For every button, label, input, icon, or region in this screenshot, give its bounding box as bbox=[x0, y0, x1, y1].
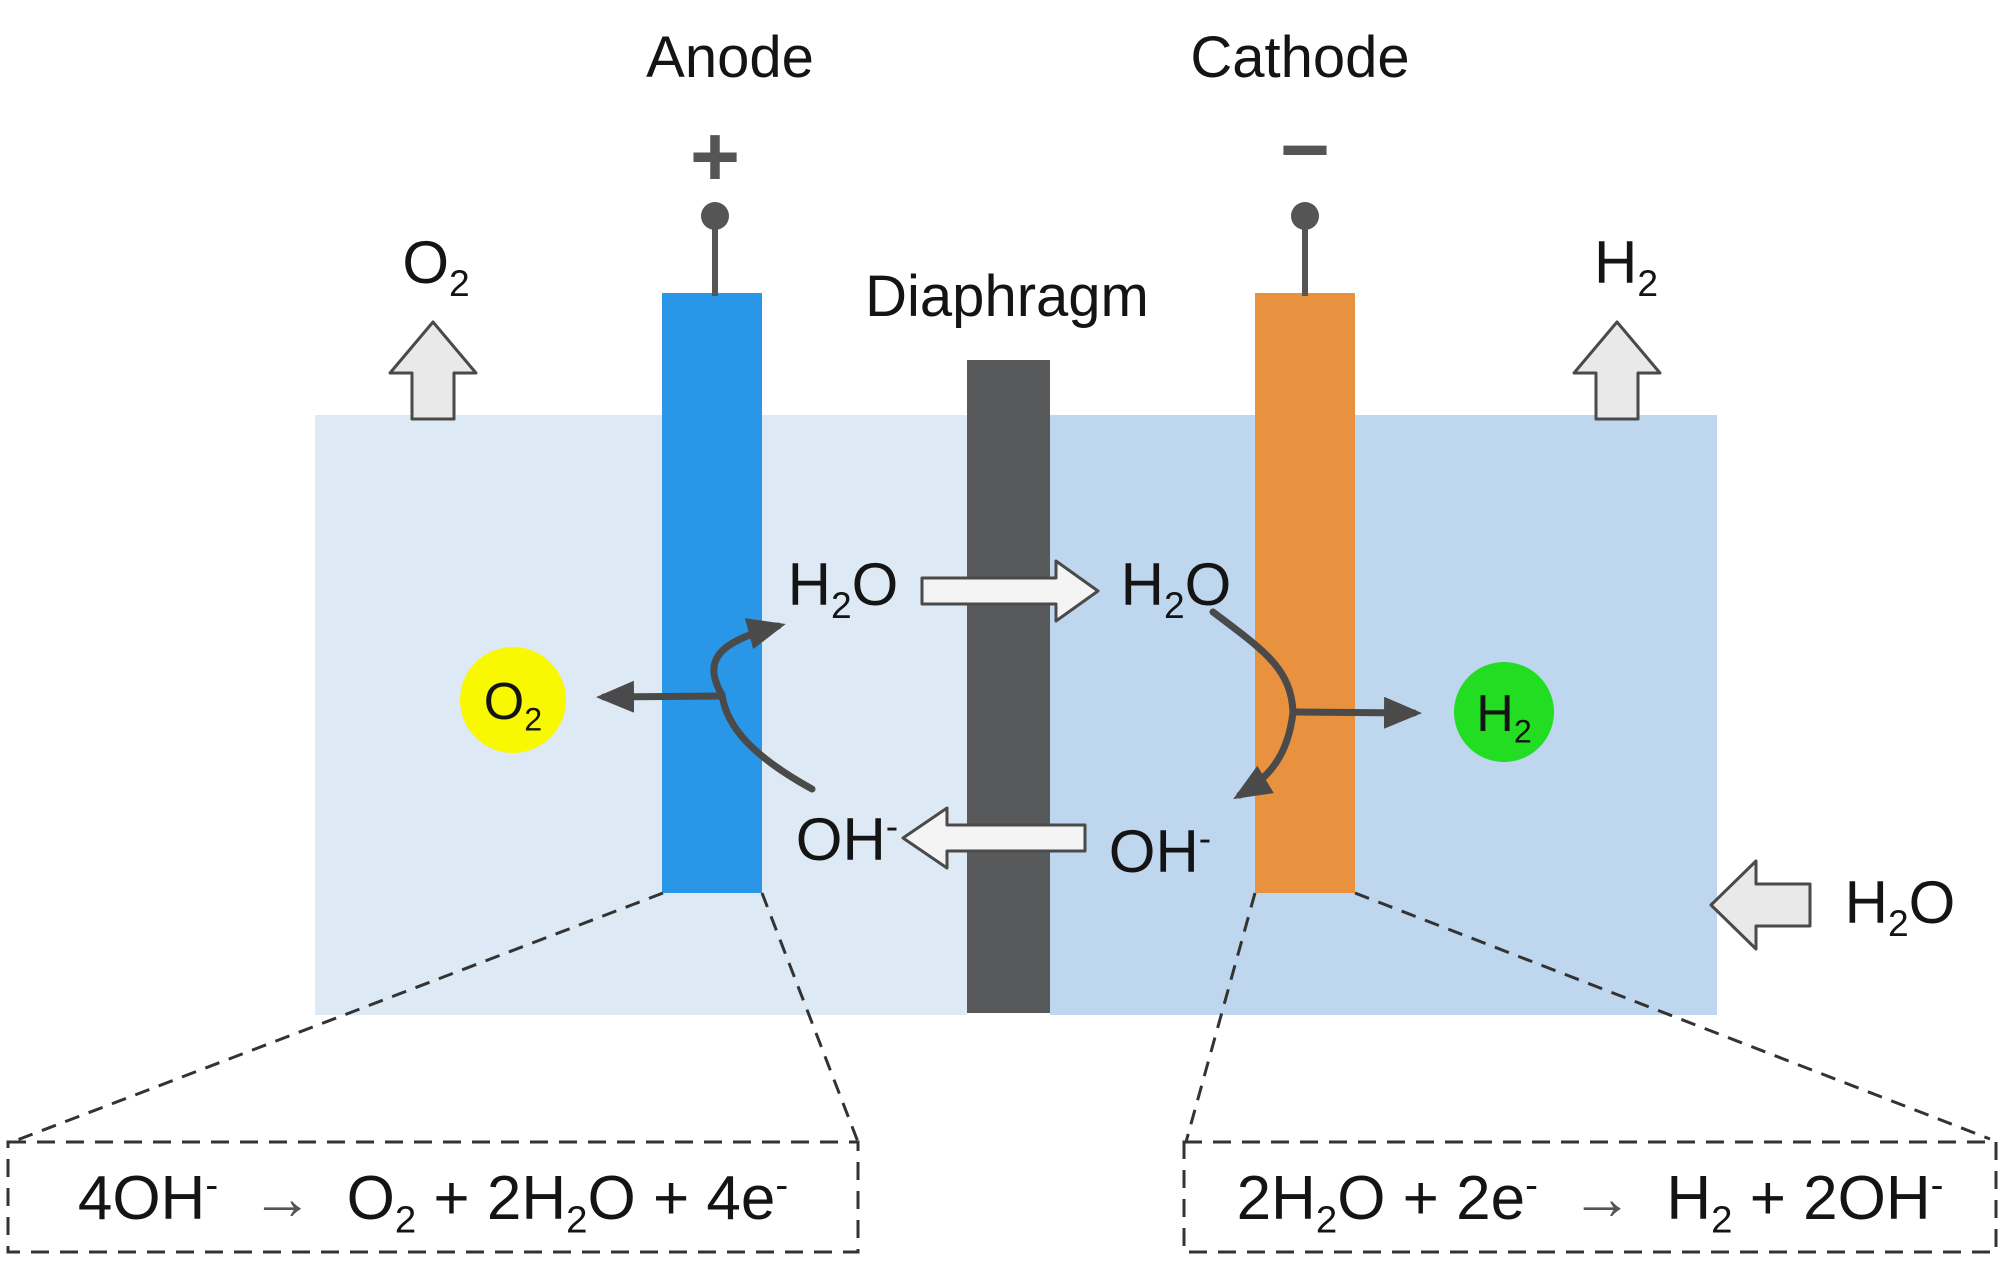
anode-reaction-equation: 4OH- → O2 + 2H2O + 4e- bbox=[77, 1163, 789, 1242]
anode-zoom-line-right bbox=[760, 892, 860, 1143]
h2-bubble: H2 bbox=[1476, 685, 1532, 750]
o2-bubble: O2 bbox=[483, 673, 543, 738]
diaphragm-label: Diaphragm bbox=[865, 264, 1149, 329]
anode-oh-path bbox=[718, 691, 816, 793]
cathode-h2o-path bbox=[1209, 608, 1297, 716]
electrolyte-left bbox=[315, 415, 967, 1015]
cathode-terminal-dot bbox=[1291, 202, 1319, 230]
anode-terminal-dot bbox=[701, 202, 729, 230]
o2-outlet-arrow bbox=[388, 320, 478, 421]
anode-o2-arrow bbox=[596, 680, 726, 713]
minus-terminal: − bbox=[1279, 102, 1331, 198]
h2-bubble-circle bbox=[1454, 662, 1554, 762]
cathode-reaction-equation: 2H2O + 2e- → H2 + 2OH- bbox=[1236, 1163, 1944, 1242]
h2o-inlet-arrow bbox=[1709, 859, 1812, 951]
anode-zoom-line-left bbox=[11, 891, 664, 1144]
h2o-crossover-arrow bbox=[920, 559, 1100, 623]
cathode-reaction-box bbox=[1182, 1140, 1998, 1254]
h2o-left-label: H2O bbox=[787, 551, 899, 626]
o2-bubble-circle bbox=[460, 647, 566, 753]
o2-outlet-label: O2 bbox=[402, 229, 470, 304]
cathode-oh-arrow bbox=[1233, 708, 1297, 800]
oh-left-label: OH- bbox=[795, 805, 899, 873]
h2-outlet-label: H2 bbox=[1593, 229, 1659, 304]
h2o-right-label: H2O bbox=[1120, 551, 1232, 626]
cathode-zoom-line-right bbox=[1354, 891, 1991, 1141]
cathode-zoom-line-left bbox=[1184, 892, 1257, 1143]
oh-crossover-arrow bbox=[901, 806, 1087, 870]
diaphragm-bar bbox=[967, 360, 1050, 1013]
anode-label: Anode bbox=[646, 25, 814, 90]
cathode-bar bbox=[1255, 293, 1355, 893]
cathode-h2-arrow bbox=[1289, 696, 1422, 729]
plus-terminal: + bbox=[689, 109, 741, 205]
oh-right-label: OH- bbox=[1108, 817, 1212, 885]
anode-h2o-arrow bbox=[710, 618, 786, 699]
anode-bar bbox=[662, 293, 762, 893]
cathode-label: Cathode bbox=[1190, 25, 1410, 90]
h2-outlet-arrow bbox=[1572, 320, 1662, 421]
anode-reaction-box bbox=[6, 1140, 860, 1254]
h2o-inlet-label: H2O bbox=[1844, 869, 1956, 944]
